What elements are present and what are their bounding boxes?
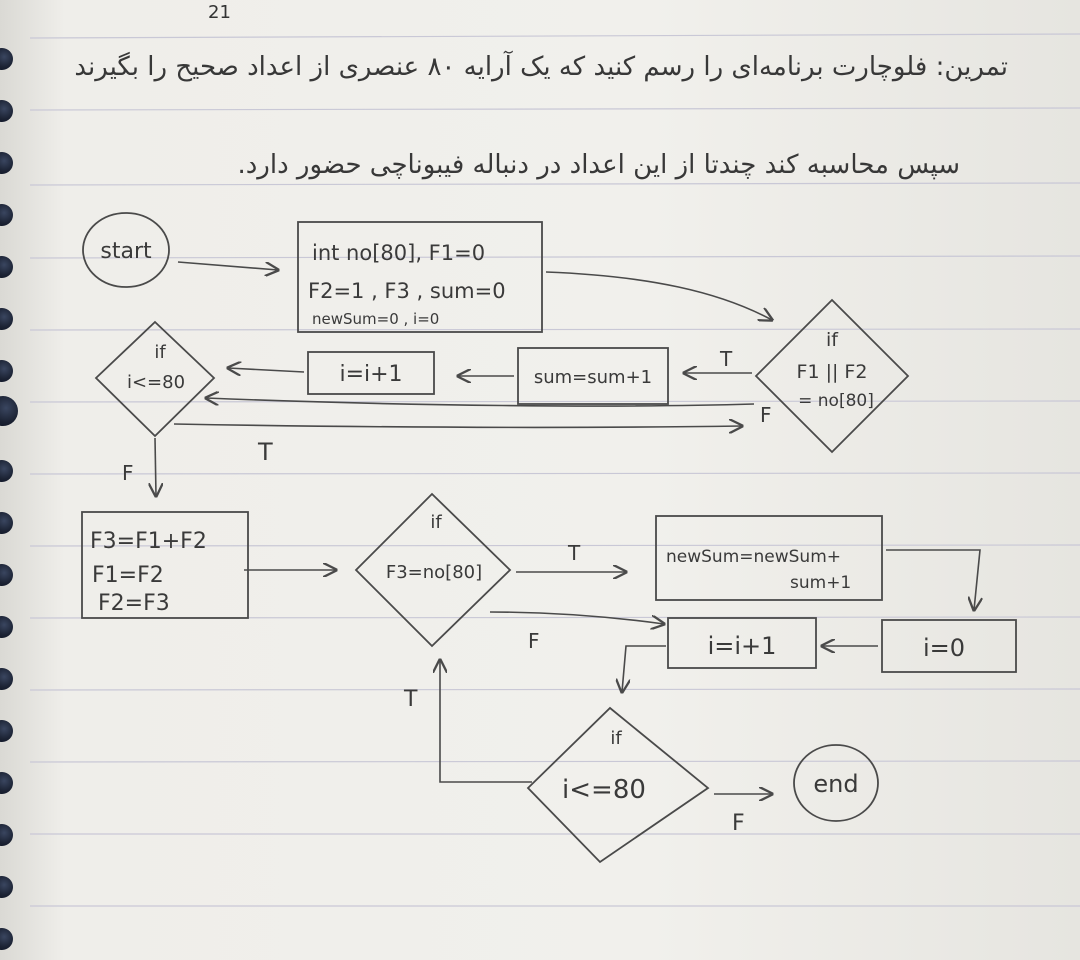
start-terminal: start: [82, 212, 170, 288]
spiral-hole: [0, 876, 13, 898]
inc2-label: i=i+1: [708, 632, 777, 660]
cond1-diamond: if F1 || F2 = no[80]: [754, 298, 910, 454]
arrow-inc2-cond4: [622, 645, 666, 692]
label-cond2-false: F: [122, 461, 134, 485]
spiral-hole: [0, 668, 13, 690]
spiral-hole: [0, 720, 13, 742]
newsum-line-1: newSum=newSum+: [666, 547, 841, 567]
spiral-hole: [0, 928, 13, 950]
arrow-cond2-fib: [155, 437, 156, 496]
reset-label: i=0: [923, 634, 965, 662]
init-line-1: int no[80], F1=0: [312, 241, 485, 265]
question-line-2: سپس محاسبه کند چندتا از این اعداد در دنب…: [237, 150, 960, 180]
fib-line-1: F3=F1+F2: [90, 529, 207, 554]
spiral-hole: [0, 824, 13, 846]
arrow-init-cond1: [545, 271, 772, 320]
sum-box: sum=sum+1: [517, 347, 669, 405]
arrow-start-init: [177, 261, 278, 270]
spiral-hole: [0, 616, 13, 638]
newsum-box: newSum=newSum+ sum+1: [655, 515, 883, 601]
arrow-cond2-true-cond1: [173, 424, 742, 427]
spiral-hole: [0, 396, 18, 426]
fib-box: F3=F1+F2 F1=F2 F2=F3: [81, 511, 249, 619]
spiral-hole: [0, 512, 13, 534]
cond2-line-1: if: [154, 342, 166, 363]
spiral-hole: [0, 100, 13, 122]
spiral-hole: [0, 460, 13, 482]
inc2-box: i=i+1: [667, 617, 817, 669]
cond2-line-2: i<=80: [127, 372, 185, 393]
question-line-1: تمرین: فلوچارت برنامه‌ای را رسم کنید که …: [74, 52, 1008, 82]
spiral-hole: [0, 360, 13, 382]
cond2-diamond: if i<=80: [94, 320, 216, 438]
start-label: start: [100, 239, 152, 264]
init-box: int no[80], F1=0 F2=1 , F3 , sum=0 newSu…: [297, 221, 543, 333]
spiral-hole: [0, 772, 13, 794]
spiral-hole: [0, 48, 13, 70]
spiral-hole: [0, 204, 13, 226]
label-cond4-false: F: [732, 811, 745, 836]
init-line-3: newSum=0 , i=0: [312, 310, 439, 328]
spiral-hole: [0, 256, 13, 278]
arrow-cond4-true-cond3: [440, 660, 532, 783]
label-cond1-false: F: [760, 403, 772, 427]
cond1-line-1: if: [826, 329, 839, 351]
spiral-hole: [0, 152, 13, 174]
label-cond2-true: T: [257, 438, 273, 466]
cond1-line-3: = no[80]: [798, 391, 874, 411]
end-terminal: end: [793, 744, 879, 822]
spiral-hole: [0, 564, 13, 586]
cond3-line-1: if: [430, 512, 442, 533]
inc1-box: i=i+1: [307, 351, 435, 395]
fib-line-2: F1=F2: [92, 563, 164, 588]
newsum-line-2: sum+1: [790, 573, 851, 593]
spiral-hole: [0, 308, 13, 330]
label-cond3-true: T: [567, 541, 581, 565]
cond4-line-2: i<=80: [562, 775, 646, 805]
inc1-label: i=i+1: [339, 362, 402, 387]
arrow-cond3-false-inc2: [489, 611, 664, 624]
arrow-inc1-cond2: [228, 368, 305, 372]
arrow-newsum-reset: [886, 549, 980, 610]
end-label: end: [813, 770, 858, 798]
label-cond4-true: T: [403, 687, 418, 712]
arrow-cond1-false-cond2: [206, 398, 755, 407]
cond1-line-2: F1 || F2: [797, 361, 868, 383]
cond4-line-1: if: [610, 728, 622, 749]
cond3-line-2: F3=no[80]: [386, 562, 482, 583]
cond3-diamond: if F3=no[80]: [354, 492, 512, 648]
date-label: 21: [208, 2, 231, 23]
sum-box-label: sum=sum+1: [534, 367, 652, 388]
fib-line-3: F2=F3: [98, 591, 170, 616]
cond4-diamond: if i<=80: [526, 706, 710, 864]
label-cond3-false: F: [528, 629, 540, 653]
label-cond1-true: T: [719, 347, 733, 371]
init-line-2: F2=1 , F3 , sum=0: [308, 279, 506, 303]
reset-box: i=0: [881, 619, 1017, 673]
